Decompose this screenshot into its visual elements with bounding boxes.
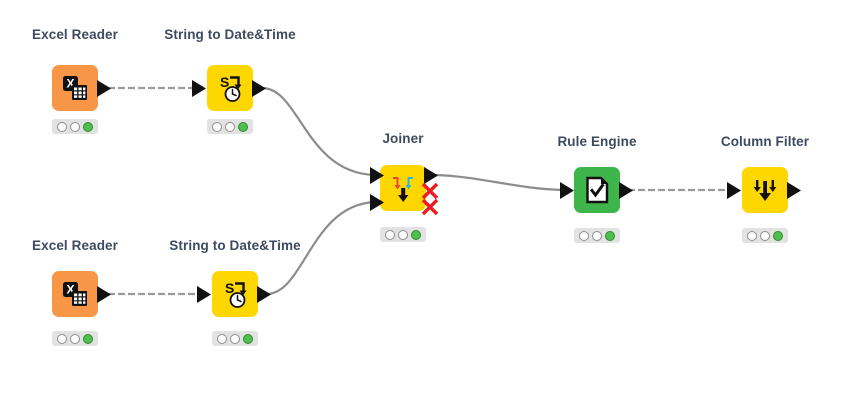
node-label-column-filter: Column Filter: [720, 134, 810, 149]
status-led-executed: [605, 230, 616, 241]
output-port-string-to-datetime-2[interactable]: [257, 286, 273, 303]
status-led-running: [69, 121, 80, 132]
output-port-string-to-datetime-1[interactable]: [252, 80, 268, 97]
node-label-rule-engine: Rule Engine: [557, 134, 637, 149]
status-led-executed: [83, 333, 94, 344]
rule-document-check-icon: [586, 176, 609, 204]
input-port-column-filter[interactable]: [727, 182, 743, 199]
status-led-executed: [773, 230, 784, 241]
connection-joiner-to-ruleengine: [433, 173, 569, 192]
status-led-executed: [83, 121, 94, 132]
column-filter-arrows-icon: [753, 180, 777, 201]
node-body-string-to-datetime-2[interactable]: S: [212, 271, 258, 317]
node-label-string-to-datetime-1: String to Date&Time: [164, 27, 296, 42]
svg-text:X: X: [66, 283, 74, 297]
excel-spreadsheet-icon: X: [63, 76, 87, 100]
node-label-string-to-datetime-2: String to Date&Time: [169, 238, 301, 253]
node-label-excel-reader-1: Excel Reader: [31, 27, 119, 42]
status-led-queued: [211, 121, 222, 132]
output-port-excel-reader-1[interactable]: [97, 80, 113, 97]
status-led-executed: [411, 229, 422, 240]
status-led-running: [591, 230, 602, 241]
status-bar-joiner: [380, 227, 426, 242]
input-port-string-to-datetime-2[interactable]: [197, 286, 213, 303]
input-port-string-to-datetime-1[interactable]: [192, 80, 208, 97]
node-body-rule-engine[interactable]: [574, 167, 620, 213]
status-led-queued: [56, 121, 67, 132]
joiner-merge-arrows-icon: [393, 177, 413, 202]
status-led-queued: [216, 333, 227, 344]
string-to-datetime-clock-icon: S: [225, 280, 247, 308]
status-led-running: [229, 333, 240, 344]
node-body-excel-reader-2[interactable]: X: [52, 271, 98, 317]
status-led-executed: [243, 333, 254, 344]
status-bar-string-to-datetime-2: [212, 331, 258, 346]
status-led-queued: [578, 230, 589, 241]
status-led-running: [397, 229, 408, 240]
status-led-running: [224, 121, 235, 132]
excel-spreadsheet-icon: X: [63, 282, 87, 306]
node-body-column-filter[interactable]: [742, 167, 788, 213]
status-led-running: [69, 333, 80, 344]
status-bar-rule-engine: [574, 228, 620, 243]
node-body-joiner[interactable]: [380, 165, 426, 211]
node-body-excel-reader-1[interactable]: X: [52, 65, 98, 111]
status-bar-excel-reader-1: [52, 119, 98, 134]
status-led-queued: [746, 230, 757, 241]
node-body-string-to-datetime-1[interactable]: S: [207, 65, 253, 111]
status-led-queued: [56, 333, 67, 344]
status-led-executed: [238, 121, 249, 132]
output-port-excel-reader-2[interactable]: [97, 286, 113, 303]
node-label-excel-reader-2: Excel Reader: [31, 238, 119, 253]
output-port-column-filter[interactable]: [787, 182, 803, 199]
string-to-datetime-clock-icon: S: [220, 74, 242, 102]
output-port-rule-engine[interactable]: [619, 182, 635, 199]
status-bar-excel-reader-2: [52, 331, 98, 346]
svg-text:X: X: [66, 77, 74, 91]
output-port-joiner-top[interactable]: [424, 167, 440, 184]
status-bar-column-filter: [742, 228, 788, 243]
status-led-running: [759, 230, 770, 241]
svg-text:S: S: [225, 280, 234, 296]
svg-text:S: S: [220, 74, 229, 90]
status-bar-string-to-datetime-1: [207, 119, 253, 134]
node-label-joiner: Joiner: [382, 131, 424, 146]
status-led-queued: [384, 229, 395, 240]
connection-string1-to-joiner: [261, 86, 376, 177]
